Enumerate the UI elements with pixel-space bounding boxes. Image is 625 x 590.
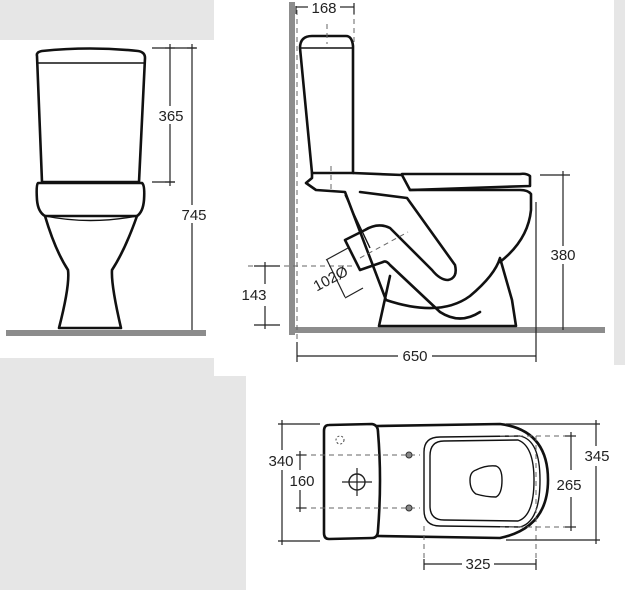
- fixing-hole-icon: [405, 451, 413, 459]
- bowl-body-side: [304, 171, 518, 328]
- dim-outlet-height: 143: [241, 287, 266, 304]
- dim-fixing-spacing: 160: [289, 473, 314, 490]
- pedestal-front: [43, 214, 139, 330]
- fixing-hole-icon: [405, 504, 413, 512]
- seat-inner: [429, 439, 535, 522]
- trap-side: [343, 190, 482, 320]
- dim-total-depth: 650: [402, 348, 427, 365]
- rim-side: [351, 171, 532, 192]
- dim-cistern-height: 365: [158, 108, 183, 125]
- side-view: 168 143 102Ø 380 650: [241, 0, 605, 365]
- bowl-top: [375, 422, 550, 540]
- wall-line: [289, 2, 295, 335]
- seat-outer: [423, 435, 541, 528]
- dim-rim-height: 380: [550, 247, 575, 264]
- cistern-top: [322, 422, 382, 541]
- top-view: 340 160 265 345 325: [268, 420, 610, 573]
- cistern-side: [298, 34, 355, 175]
- dim-bowl-length: 325: [465, 556, 490, 573]
- panel-top-left: [0, 0, 214, 40]
- drain-opening: [469, 465, 503, 498]
- panel-bottom-left-a: [0, 358, 214, 378]
- dim-cistern-width: 340: [268, 453, 293, 470]
- dim-total-height: 745: [181, 207, 206, 224]
- dim-bowl-width: 345: [584, 448, 609, 465]
- panel-bottom-left-b: [0, 376, 246, 590]
- floor-line-side: [289, 327, 605, 333]
- bowl-front-side: [408, 188, 533, 264]
- dim-cistern-depth: 168: [311, 0, 336, 17]
- cistern-front: [35, 47, 147, 184]
- floor-line: [6, 330, 206, 336]
- front-view: 365 745: [6, 44, 208, 336]
- panel-right-strip: [614, 0, 625, 365]
- dim-seat-width: 265: [556, 477, 581, 494]
- rim-front: [35, 181, 146, 218]
